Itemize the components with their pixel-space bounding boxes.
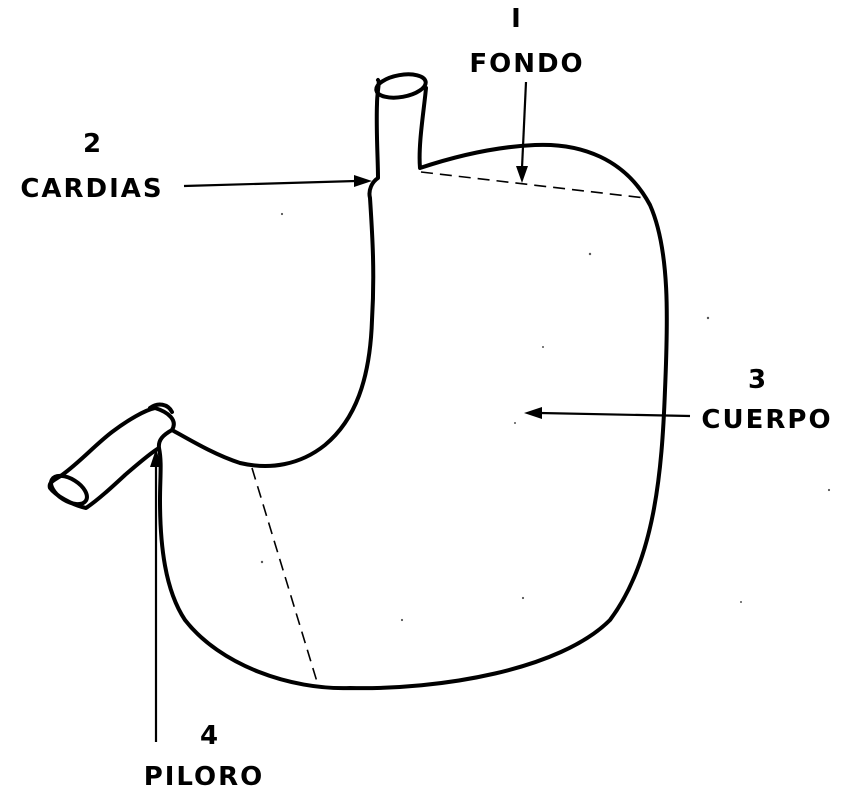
lesser-curvature	[172, 80, 379, 466]
label-cardias-name: CARDIAS	[20, 174, 163, 204]
arrow-fondo-line	[522, 82, 526, 168]
arrow-cuerpo-line	[540, 413, 690, 416]
fundus-divider	[421, 172, 645, 198]
label-fondo-name: FONDO	[469, 49, 584, 79]
arrow-cardias-head	[354, 175, 372, 187]
esophagus-opening	[374, 71, 427, 101]
region-dividers	[252, 172, 645, 685]
label-cuerpo-number: 3	[748, 365, 766, 395]
arrow-cuerpo-head	[524, 407, 542, 419]
label-cardias: 2 CARDIAS	[20, 129, 372, 204]
label-cardias-number: 2	[83, 129, 101, 159]
label-piloro-number: 4	[200, 721, 218, 751]
antrum-divider	[252, 468, 318, 685]
label-fondo-number: I	[511, 4, 521, 34]
label-cuerpo-name: CUERPO	[701, 405, 832, 435]
label-cuerpo: 3 CUERPO	[524, 365, 833, 435]
arrow-fondo-head	[516, 166, 528, 183]
label-piloro-name: PILORO	[144, 762, 265, 791]
label-fondo: I FONDO	[469, 4, 584, 183]
arrow-cardias-line	[184, 181, 356, 186]
pylorus-opening	[46, 470, 92, 510]
stomach-outline	[46, 71, 667, 688]
